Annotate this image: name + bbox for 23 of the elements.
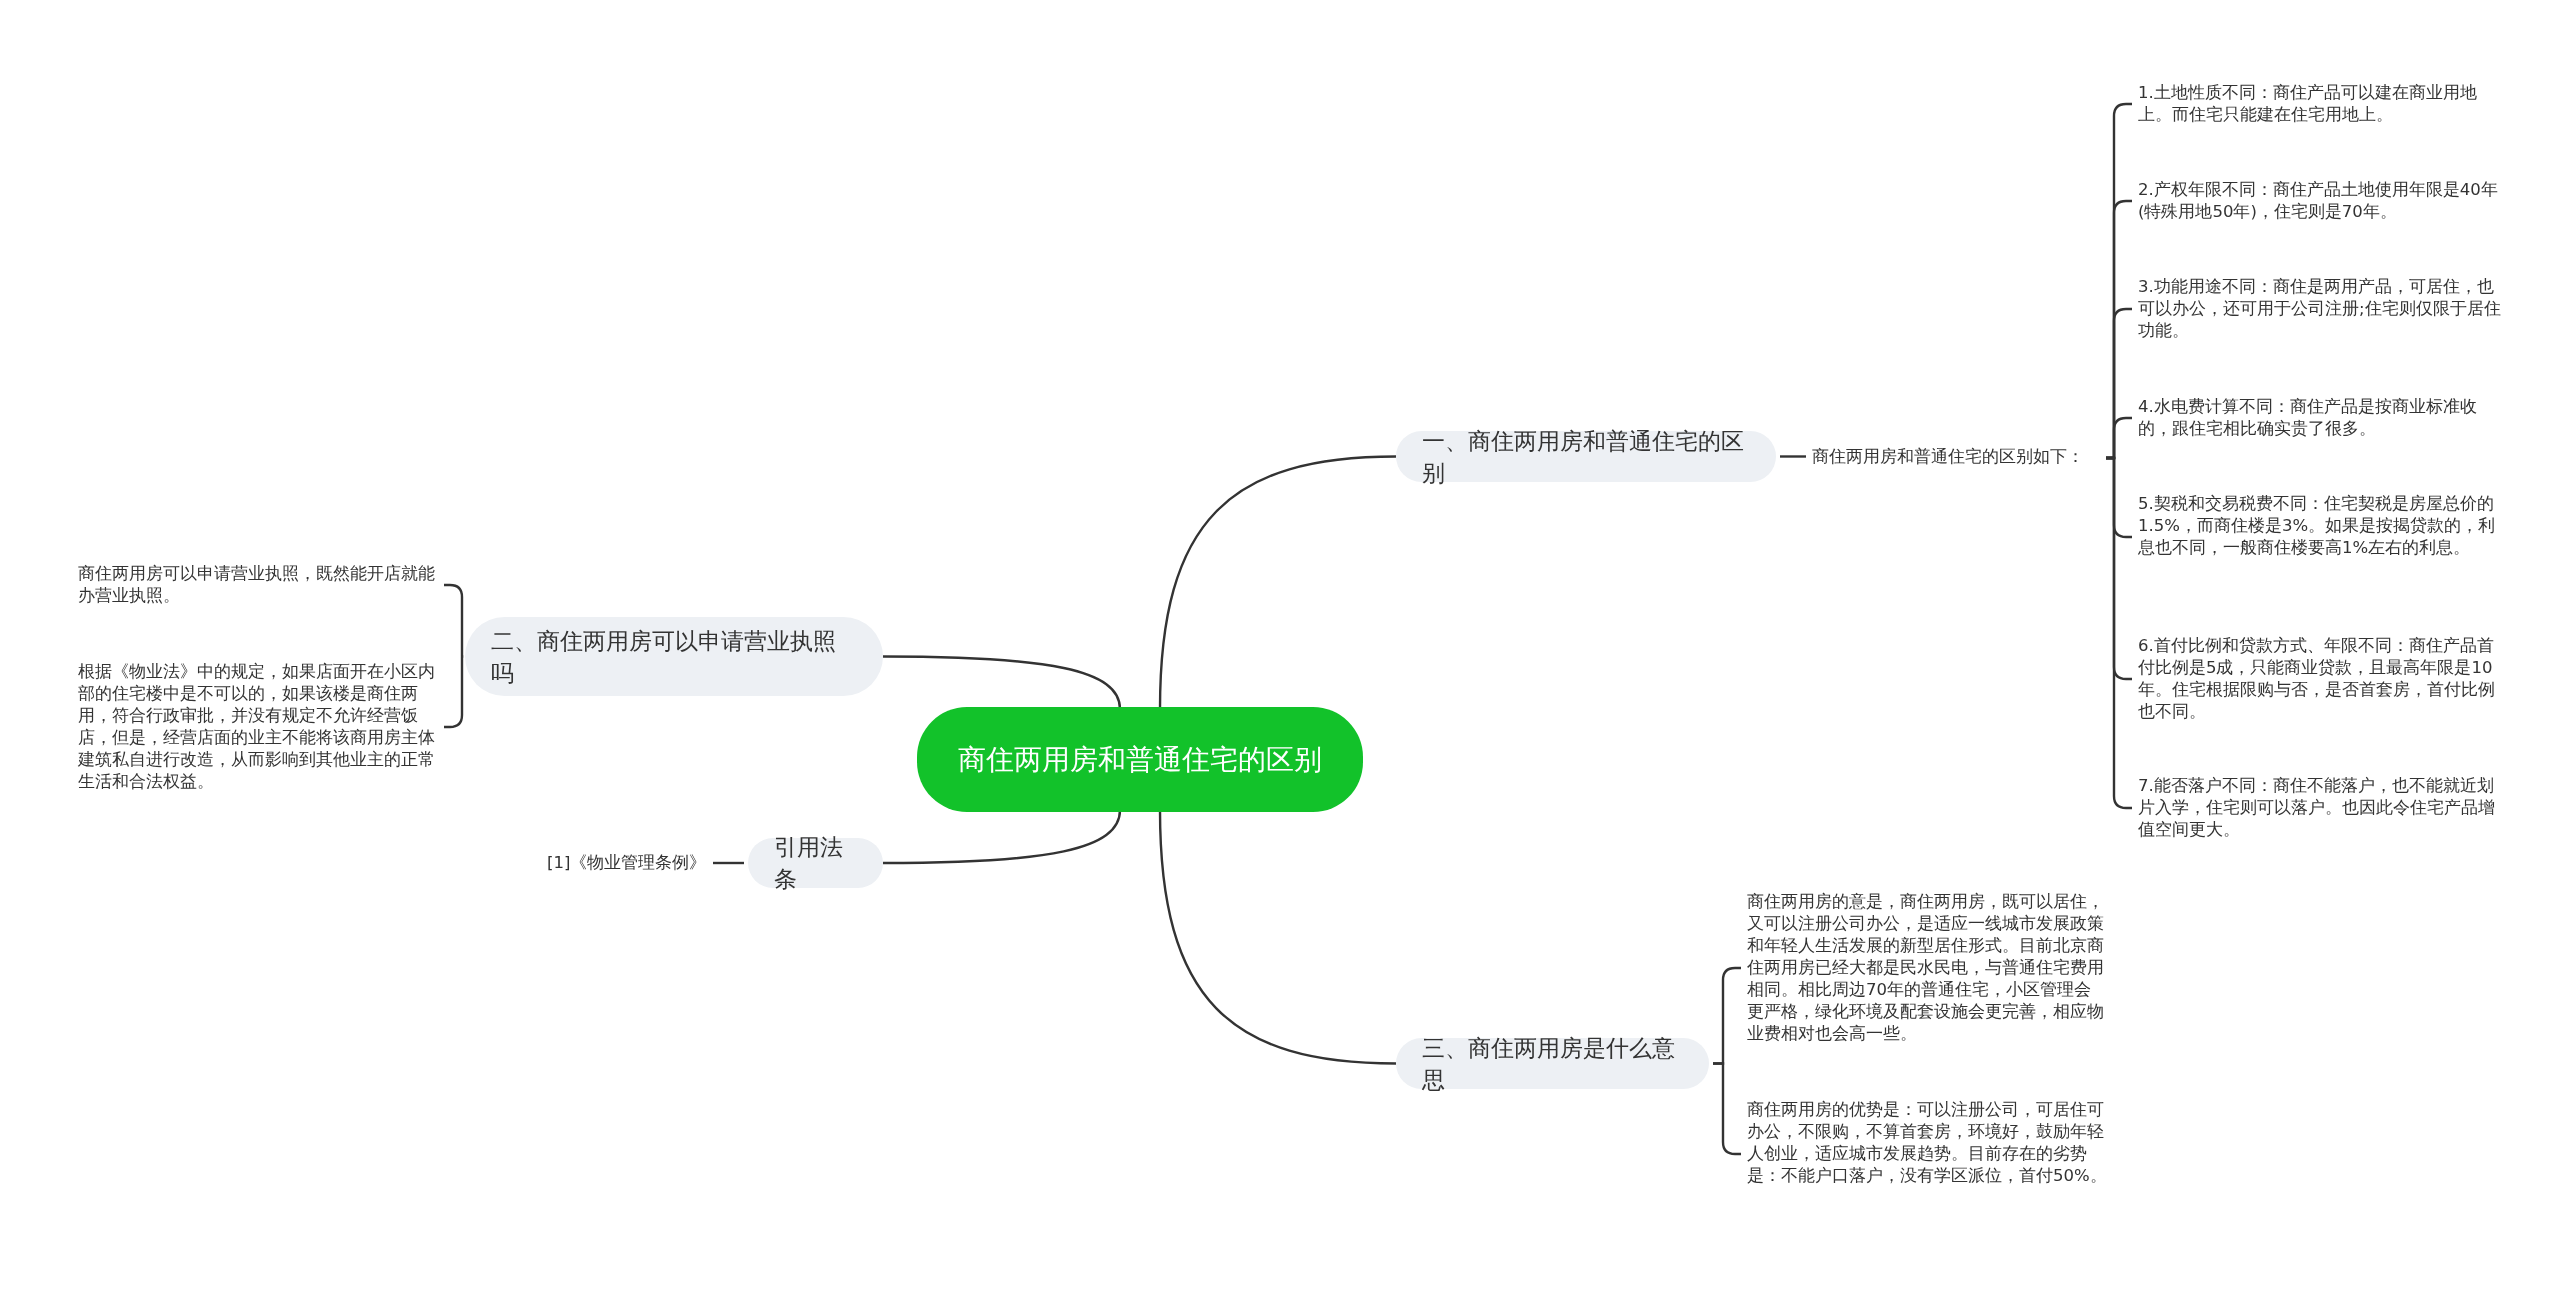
note-text: 7.能否落户不同：商住不能落户，也不能就近划片入学，住宅则可以落户。也因此令住宅产品增值空间更大。 [2138,775,2508,841]
connector-line [1158,455,1397,710]
connector-line [883,655,1122,710]
connector-line [1158,809,1397,1065]
connector-line [713,861,744,865]
topic-pill: 二、商住两用房可以申请营业执照吗 [465,617,883,696]
note-text: 商住两用房可以申请营业执照，既然能开店就能办营业执照。 [78,563,438,607]
note-text: 商住两用房的优势是：可以注册公司，可居住可办公，不限购，不算首套房，环境好，鼓励年轻人创业，适应城市发展趋势。目前存在的劣势是：不能户口落户，没有学区派位，首付50%。 [1747,1099,2107,1187]
note-text: 商住两用房和普通住宅的区别如下： [1812,446,2102,468]
topic-pill: 引用法条 [748,838,883,888]
note-text: 根据《物业法》中的规定，如果店面开在小区内部的住宅楼中是不可以的，如果该楼是商住两用，符合行政审批，并没有规定不允许经营饭店，但是，经营店面的业主不能将该商用房主体建筑私自进行改造，从而影响到其他业主的正常生活和合法权益。 [78,661,438,793]
note-text: 4.水电费计算不同：商住产品是按商业标准收的，跟住宅相比确实贵了很多。 [2138,396,2508,440]
topic-pill: 三、商住两用房是什么意思 [1396,1038,1709,1089]
note-text: 商住两用房的意是，商住两用房，既可以居住，又可以注册公司办公，是适应一线城市发展政策和年轻人生活发展的新型居住形式。目前北京商住两用房已经大都是民水民电，与普通住宅费用相同。相比周边70年的普通住宅，小区管理会更严格，绿化环境及配套设施会更完善，相应物业费相对也会高一些。 [1747,891,2107,1045]
central-topic: 商住两用房和普通住宅的区别 [917,707,1363,812]
note-text: 3.功能用途不同：商住是两用产品，可居住，也可以办公，还可用于公司注册;住宅则仅限于居住功能。 [2138,276,2508,342]
note-text: 1.土地性质不同：商住产品可以建在商业用地上。而住宅只能建在住宅用地上。 [2138,82,2508,126]
connector-line [883,809,1122,865]
note-text: 5.契税和交易税费不同：住宅契税是房屋总价的1.5%，而商住楼是3%。如果是按揭贷款的，利息也不同，一般商住楼要高1%左右的利息。 [2138,493,2508,559]
note-text: [1]《物业管理条例》 [547,852,707,874]
note-text: 6.首付比例和贷款方式、年限不同：商住产品首付比例是5成，只能商业贷款，且最高年限是10年。住宅根据限购与否，是否首套房，首付比例也不同。 [2138,635,2508,723]
connector-line [1780,455,1806,458]
note-text: 2.产权年限不同：商住产品土地使用年限是40年(特殊用地50年)，住宅则是70年。 [2138,179,2508,223]
